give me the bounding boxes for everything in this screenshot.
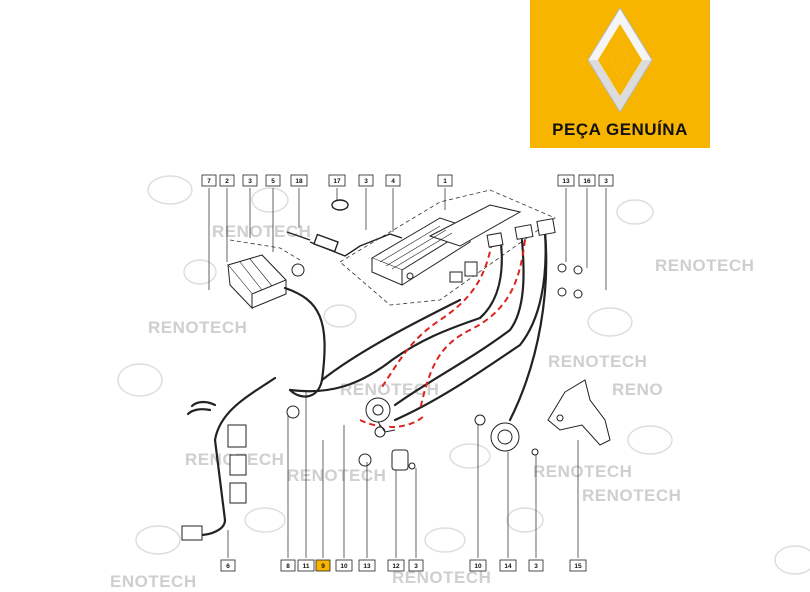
- callout: 3: [528, 559, 544, 572]
- badge-label: PEÇA GENUÍNA: [552, 120, 688, 139]
- svg-text:17: 17: [333, 178, 341, 185]
- callout: 1: [437, 174, 453, 187]
- svg-text:5: 5: [271, 178, 275, 185]
- watermark: RENOTECH: [340, 380, 440, 399]
- svg-text:10: 10: [340, 563, 348, 570]
- callout: 4: [385, 174, 401, 187]
- svg-text:11: 11: [303, 563, 310, 570]
- svg-text:16: 16: [583, 178, 591, 185]
- watermark: RENOTECH: [548, 352, 648, 371]
- renault-diamond-icon: [587, 7, 653, 113]
- svg-text:3: 3: [248, 178, 252, 185]
- svg-text:3: 3: [534, 563, 538, 570]
- svg-text:7: 7: [207, 178, 211, 185]
- callout: 11: [297, 559, 315, 572]
- callouts-bottom: 8 11 9 10 13 12 3 10 14 3 15 6: [220, 559, 587, 572]
- callout: 3: [242, 174, 258, 187]
- svg-text:10: 10: [474, 563, 482, 570]
- watermark: RENOTECH: [148, 318, 248, 337]
- svg-text:4: 4: [391, 178, 395, 185]
- highlight-box: [315, 559, 331, 572]
- callout: 5: [265, 174, 281, 187]
- watermark: RENOTECH: [582, 486, 682, 505]
- watermark: ENOTECH: [110, 572, 197, 591]
- callout: 13: [358, 559, 376, 572]
- svg-text:2: 2: [225, 178, 229, 185]
- svg-text:9: 9: [321, 563, 325, 570]
- svg-text:18: 18: [295, 178, 303, 185]
- relay-box: [227, 254, 287, 310]
- svg-text:15: 15: [574, 563, 582, 570]
- svg-text:13: 13: [562, 178, 570, 185]
- callout: 2: [219, 174, 235, 187]
- car-watermark-icons: [117, 175, 810, 575]
- callout: 16: [578, 174, 596, 187]
- svg-text:3: 3: [364, 178, 368, 185]
- fasteners: [406, 263, 583, 470]
- watermark: RENOTECH: [212, 222, 312, 241]
- mounting-outline: [229, 189, 556, 306]
- svg-text:14: 14: [504, 563, 512, 570]
- genuine-part-badge: PEÇA GENUÍNA: [530, 0, 710, 148]
- callout: 17: [328, 174, 346, 187]
- watermark: RENOTECH: [533, 462, 633, 481]
- speed-sensor: [286, 199, 403, 257]
- svg-text:8: 8: [286, 563, 290, 570]
- highlighted-loom: [359, 239, 526, 428]
- svg-text:12: 12: [392, 563, 400, 570]
- callout: 13: [557, 174, 575, 187]
- svg-text:13: 13: [363, 563, 371, 570]
- svg-text:1: 1: [443, 178, 447, 185]
- watermark: RENOTECH: [655, 256, 755, 275]
- callout: 3: [408, 559, 424, 572]
- callout: 7: [201, 174, 217, 187]
- svg-text:6: 6: [226, 563, 230, 570]
- leader-lines: [208, 188, 607, 558]
- mounting-bracket: [547, 379, 611, 446]
- control-unit: [370, 204, 522, 286]
- callout: 6: [220, 559, 236, 572]
- callout: 14: [499, 559, 517, 572]
- callout: 3: [358, 174, 374, 187]
- callout: 10: [335, 559, 353, 572]
- connectors: [181, 218, 556, 541]
- svg-text:3: 3: [414, 563, 418, 570]
- callout: 15: [569, 559, 587, 572]
- callouts-top: 7 2 3 5 18 17 3 4 1 13 16 3: [201, 174, 614, 187]
- watermark: RENOTECH: [287, 466, 387, 485]
- svg-text:3: 3: [604, 178, 608, 185]
- watermark: RENO: [612, 380, 664, 399]
- callout: 10: [469, 559, 487, 572]
- callout-highlighted: 9: [315, 559, 331, 572]
- callout: 18: [290, 174, 308, 187]
- watermark: RENOTECH: [392, 568, 492, 587]
- sensor-assembly: [286, 263, 520, 471]
- callout: 3: [598, 174, 614, 187]
- callout: 12: [387, 559, 405, 572]
- callout: 8: [280, 559, 296, 572]
